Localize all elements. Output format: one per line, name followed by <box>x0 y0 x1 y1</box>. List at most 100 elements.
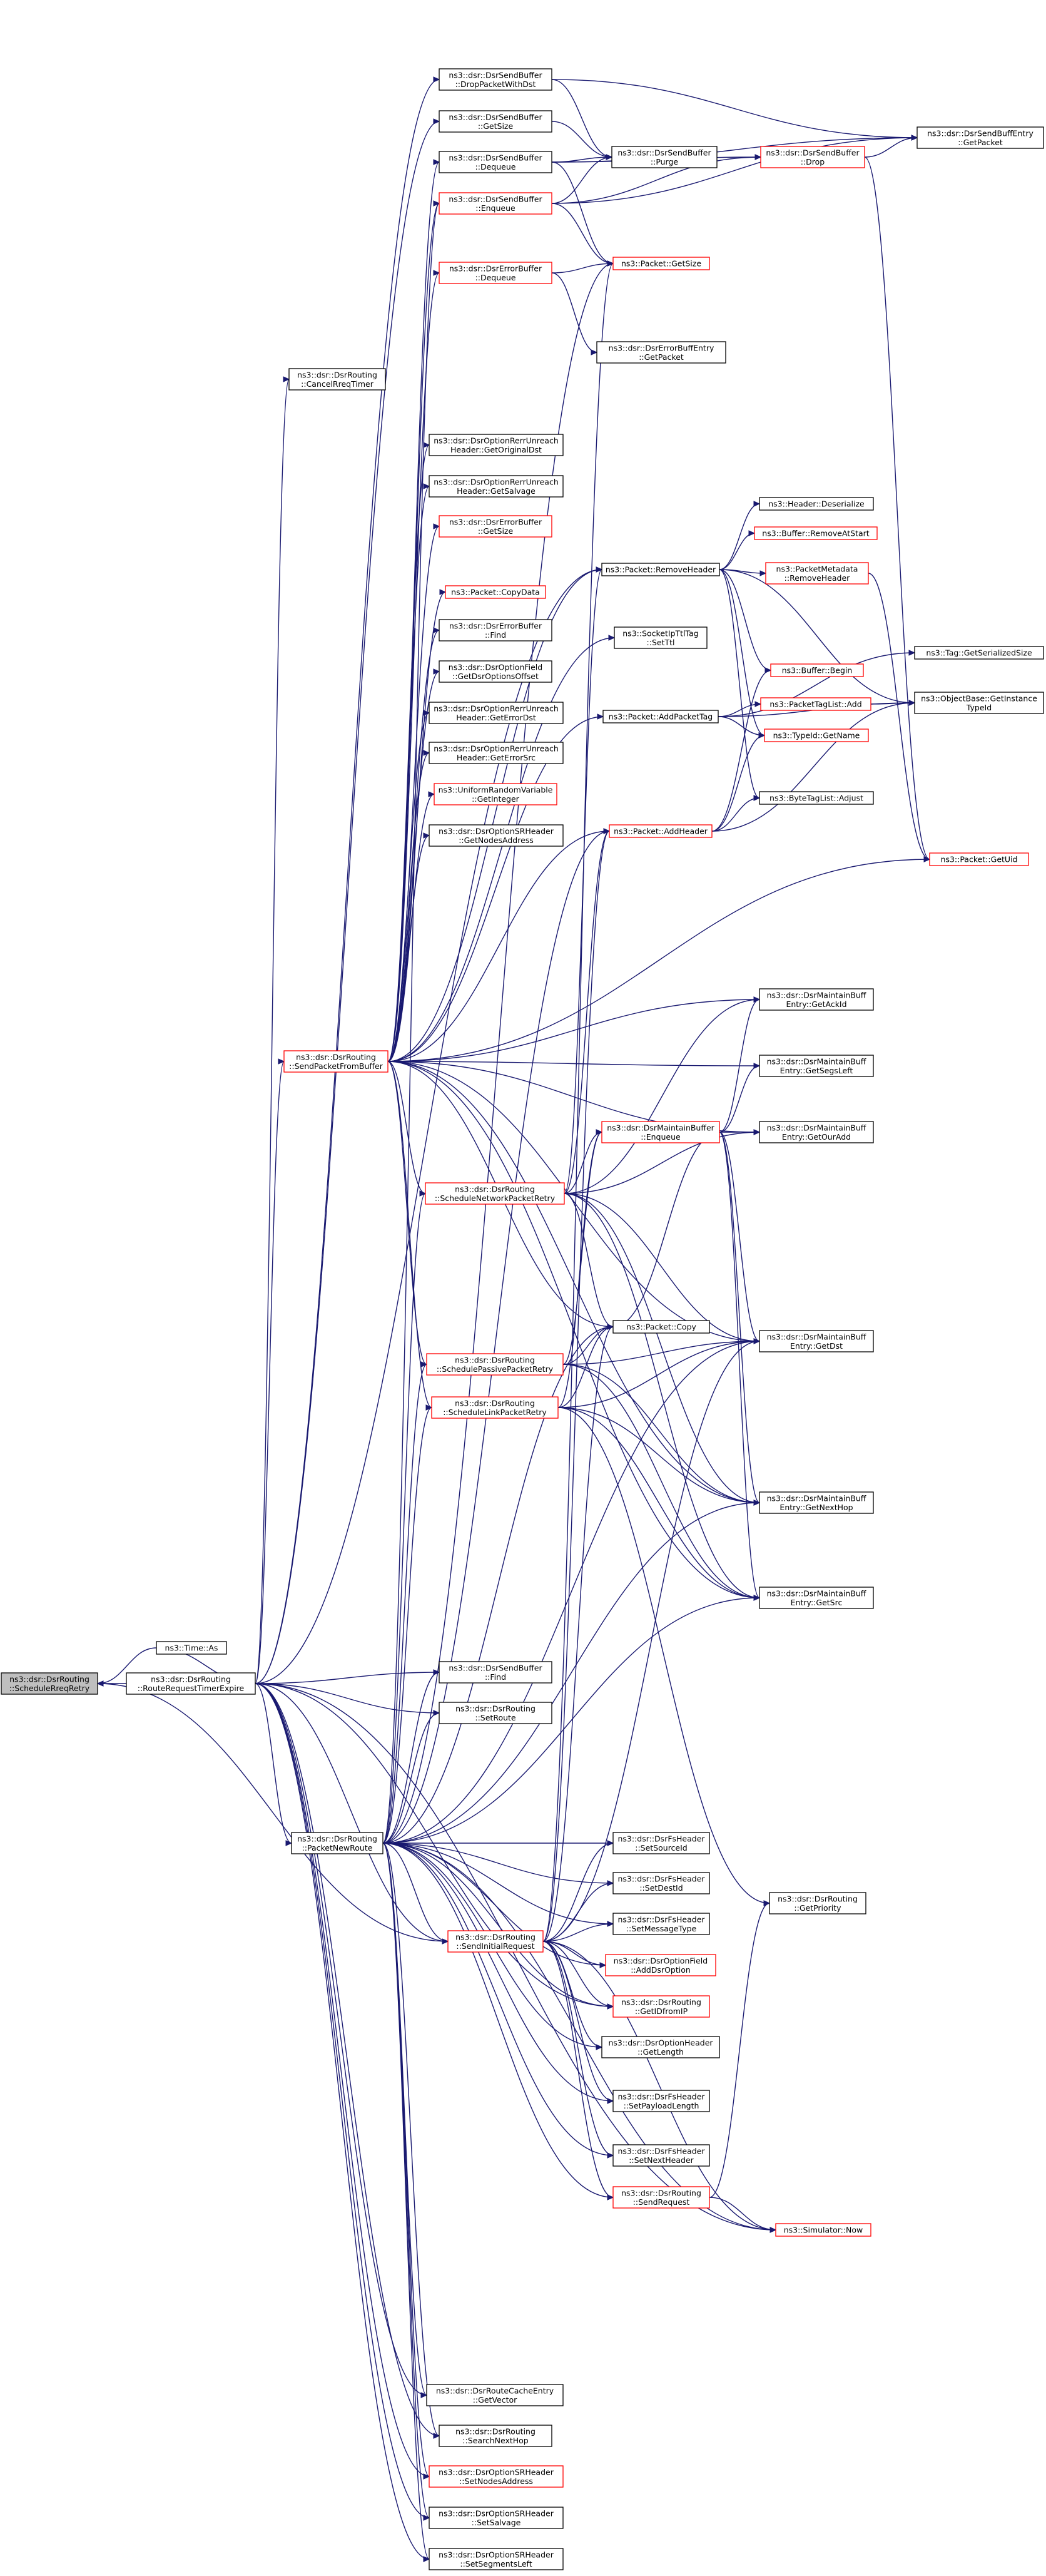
arrowhead <box>433 627 440 633</box>
node-tag-getser[interactable]: ns3::Tag::GetSerializedSize <box>914 646 1044 660</box>
node-sb-dropwithdst[interactable]: ns3::dsr::DsrSendBuffer::DropPacketWithD… <box>439 68 552 91</box>
node-rerr-getorig[interactable]: ns3::dsr::DsrOptionRerrUnreachHeader::Ge… <box>429 434 564 456</box>
node-typeid-getname[interactable]: ns3::TypeId::GetName <box>764 728 869 742</box>
node-label-line: ::AddDsrOption <box>631 1965 691 1975</box>
node-box <box>765 562 869 585</box>
node-eb-find[interactable]: ns3::dsr::DsrErrorBuffer::Find <box>439 619 552 641</box>
node-mbe-getouradd[interactable]: ns3::dsr::DsrMaintainBuffEntry::GetOurAd… <box>759 1121 874 1143</box>
node-box <box>447 1930 544 1953</box>
node-sendrequest[interactable]: ns3::dsr::DsrRouting::SendRequest <box>612 2186 710 2209</box>
node-pkt-getsize[interactable]: ns3::Packet::GetSize <box>612 257 710 270</box>
node-label-line: ns3::dsr::DsrMaintainBuff <box>767 1493 866 1503</box>
node-eb-getsize[interactable]: ns3::dsr::DsrErrorBuffer::GetSize <box>439 515 552 538</box>
call-edge <box>719 503 760 570</box>
node-label-line: ns3::dsr::DsrRouting <box>455 1184 535 1193</box>
node-schedlink[interactable]: ns3::dsr::DsrRouting::ScheduleLinkPacket… <box>431 1396 559 1419</box>
call-edge <box>718 652 915 717</box>
node-ptl-add[interactable]: ns3::PacketTagList::Add <box>760 697 871 711</box>
node-btl-adjust[interactable]: ns3::ByteTagList::Adjust <box>759 791 874 805</box>
node-sock-setttl[interactable]: ns3::SocketIpTtlTag::SetTtl <box>614 626 708 649</box>
node-label-line: ::GetNodesAddress <box>459 836 534 845</box>
node-fs-setdestid[interactable]: ns3::dsr::DsrFsHeader::SetDestId <box>612 1872 710 1894</box>
node-oh-getlength[interactable]: ns3::dsr::DsrOptionHeader::GetLength <box>601 2036 720 2058</box>
node-setroute[interactable]: ns3::dsr::DsrRouting::SetRoute <box>439 1702 552 1724</box>
call-edge <box>551 156 761 204</box>
node-fs-setmsgtype[interactable]: ns3::dsr::DsrFsHeader::SetMessageType <box>612 1913 710 1935</box>
node-urv-getint[interactable]: ns3::UniformRandomVariable::GetInteger <box>434 783 557 805</box>
node-rerr-geterrdst[interactable]: ns3::dsr::DsrOptionRerrUnreachHeader::Ge… <box>429 702 564 724</box>
node-rce-getvector[interactable]: ns3::dsr::DsrRouteCacheEntry::GetVector <box>426 2384 564 2406</box>
node-ebe-getpacket[interactable]: ns3::dsr::DsrErrorBuffEntry::GetPacket <box>596 341 726 364</box>
node-pm-removeheader[interactable]: ns3::PacketMetadata::RemoveHeader <box>765 562 869 585</box>
node-sendinitreq[interactable]: ns3::dsr::DsrRouting::SendInitialRequest <box>447 1930 544 1953</box>
node-box <box>602 710 719 723</box>
node-label-line: ns3::dsr::DsrRouting <box>621 2188 701 2197</box>
node-buf-removeatstart[interactable]: ns3::Buffer::RemoveAtStart <box>754 526 878 540</box>
node-sim-now[interactable]: ns3::Simulator::Now <box>775 2223 871 2237</box>
node-label-line: ns3::Buffer::RemoveAtStart <box>762 529 870 538</box>
node-label-line: ns3::dsr::DsrRouting <box>455 1704 536 1713</box>
node-box <box>429 2465 564 2488</box>
node-eb-dequeue[interactable]: ns3::dsr::DsrErrorBuffer::Dequeue <box>439 262 552 284</box>
node-getidfromip[interactable]: ns3::dsr::DsrRouting::GetIDfromIP <box>612 1995 710 2018</box>
node-sb-enqueue[interactable]: ns3::dsr::DsrSendBuffer::Enqueue <box>439 192 552 215</box>
node-mbe-getsegsleft[interactable]: ns3::dsr::DsrMaintainBuffEntry::GetSegsL… <box>759 1055 874 1077</box>
call-edge <box>562 1364 760 1503</box>
node-sb-drop[interactable]: ns3::dsr::DsrSendBuffer::Drop <box>760 146 865 168</box>
node-cancel[interactable]: ns3::dsr::DsrRouting::CancelRreqTimer <box>288 368 386 391</box>
node-label-line: ns3::dsr::DsrOptionRerrUnreach <box>434 703 559 713</box>
node-of-getoffset[interactable]: ns3::dsr::DsrOptionField::GetDsrOptionsO… <box>439 660 552 683</box>
node-box <box>429 702 564 724</box>
node-sb-getsize[interactable]: ns3::dsr::DsrSendBuffer::GetSize <box>439 110 552 133</box>
node-fs-setnextheader[interactable]: ns3::dsr::DsrFsHeader::SetNextHeader <box>612 2144 710 2167</box>
node-label-line: ns3::ObjectBase::GetInstance <box>921 693 1037 703</box>
node-sb-find[interactable]: ns3::dsr::DsrSendBuffer::Find <box>439 1661 552 1684</box>
node-getpriority[interactable]: ns3::dsr::DsrRouting::GetPriority <box>769 1892 866 1914</box>
node-rerr-getsalvage[interactable]: ns3::dsr::DsrOptionRerrUnreachHeader::Ge… <box>429 475 564 498</box>
call-edge <box>382 1407 432 1844</box>
node-sb-purge[interactable]: ns3::dsr::DsrSendBuffer::Purge <box>611 146 718 168</box>
node-box <box>429 742 564 764</box>
node-of-adddsroption[interactable]: ns3::dsr::DsrOptionField::AddDsrOption <box>605 1954 716 1976</box>
node-schednet[interactable]: ns3::dsr::DsrRouting::ScheduleNetworkPac… <box>425 1182 565 1205</box>
node-root: ns3::dsr::DsrRouting::ScheduleRreqRetry <box>1 1672 98 1695</box>
node-sr-getnodes[interactable]: ns3::dsr::DsrOptionSRHeader::GetNodesAdd… <box>429 824 564 847</box>
node-sr-setsalvage[interactable]: ns3::dsr::DsrOptionSRHeader::SetSalvage <box>429 2507 564 2529</box>
call-edge <box>255 1683 614 2007</box>
node-sb-dequeue[interactable]: ns3::dsr::DsrSendBuffer::Dequeue <box>439 151 552 173</box>
node-hdr-deserialize[interactable]: ns3::Header::Deserialize <box>759 497 874 511</box>
node-packetnewroute[interactable]: ns3::dsr::DsrRouting::PacketNewRoute <box>291 1832 383 1854</box>
node-pkt-copydata[interactable]: ns3::Packet::CopyData <box>445 585 546 599</box>
node-timeas[interactable]: ns3::Time::As <box>156 1641 227 1655</box>
node-pkt-copy[interactable]: ns3::Packet::Copy <box>612 1320 710 1334</box>
node-sr-setnodes[interactable]: ns3::dsr::DsrOptionSRHeader::SetNodesAdd… <box>429 2465 564 2488</box>
node-label-line: ns3::TypeId::GetName <box>773 731 860 740</box>
node-label-line: ::CancelRreqTimer <box>301 379 374 389</box>
node-mbe-getnexthop[interactable]: ns3::dsr::DsrMaintainBuffEntry::GetNextH… <box>759 1491 874 1514</box>
node-label-line: ns3::dsr::DsrMaintainBuffer <box>607 1123 714 1132</box>
node-rrte[interactable]: ns3::dsr::DsrRouting::RouteRequestTimerE… <box>126 1672 256 1695</box>
node-buf-begin[interactable]: ns3::Buffer::Begin <box>770 663 864 677</box>
node-fs-setsourceid[interactable]: ns3::dsr::DsrFsHeader::SetSourceId <box>612 1832 710 1854</box>
node-pkt-removeheader[interactable]: ns3::Packet::RemoveHeader <box>601 563 720 576</box>
node-box <box>611 146 718 168</box>
node-sr-setsegsleft[interactable]: ns3::dsr::DsrOptionSRHeader::SetSegments… <box>429 2548 564 2570</box>
node-pkt-getuid[interactable]: ns3::Packet::GetUid <box>929 852 1029 866</box>
node-pkt-addheader[interactable]: ns3::Packet::AddHeader <box>609 824 713 838</box>
call-edge <box>382 263 614 1844</box>
node-mb-enqueue[interactable]: ns3::dsr::DsrMaintainBuffer::Enqueue <box>601 1121 720 1143</box>
node-schedpass[interactable]: ns3::dsr::DsrRouting::SchedulePassivePac… <box>426 1353 564 1376</box>
node-rerr-geterrsrc[interactable]: ns3::dsr::DsrOptionRerrUnreachHeader::Ge… <box>429 742 564 764</box>
node-label-line: ns3::dsr::DsrRouting <box>151 1674 231 1684</box>
node-box <box>759 988 874 1011</box>
node-pkt-addpackettag[interactable]: ns3::Packet::AddPacketTag <box>602 710 719 723</box>
node-fs-setpayloadlen[interactable]: ns3::dsr::DsrFsHeader::SetPayloadLength <box>612 2090 710 2112</box>
node-label-line: ::SetSourceId <box>635 1843 688 1853</box>
node-sendfrombuf[interactable]: ns3::dsr::DsrRouting::SendPacketFromBuff… <box>283 1050 388 1073</box>
node-sbe-getpacket[interactable]: ns3::dsr::DsrSendBuffEntry::GetPacket <box>917 126 1044 149</box>
node-searchnexthop[interactable]: ns3::dsr::DsrRouting::SearchNextHop <box>439 2425 552 2447</box>
